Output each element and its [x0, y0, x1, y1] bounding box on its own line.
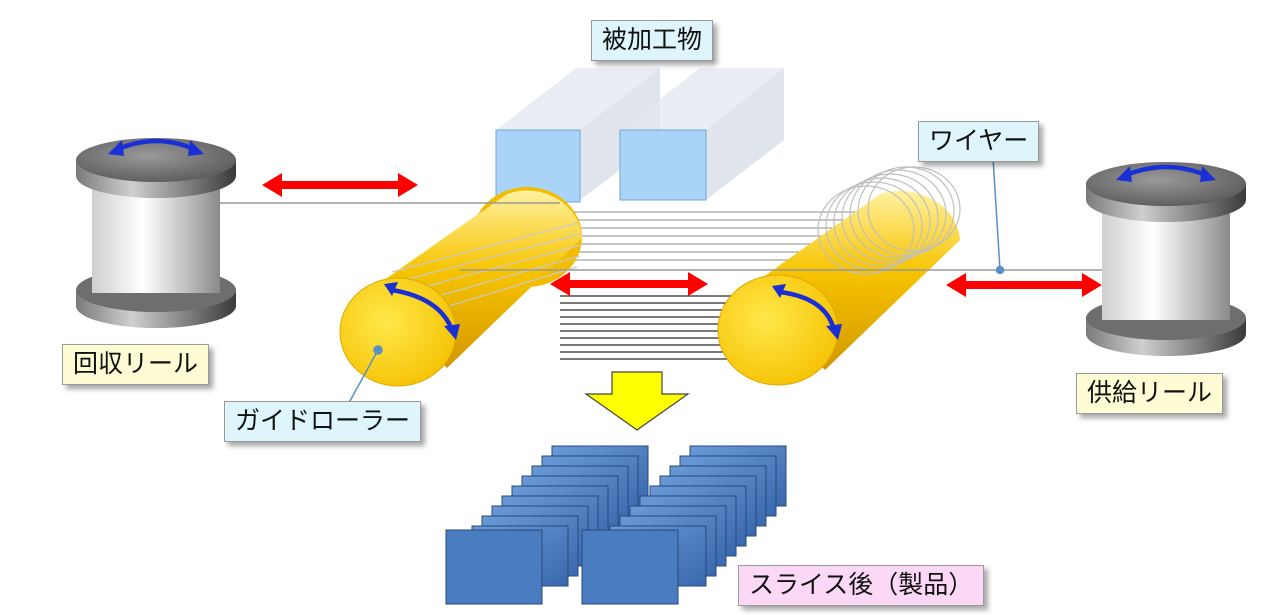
workpiece-blocks	[495, 68, 784, 203]
supply-reel	[1086, 162, 1246, 356]
guide-roller-right	[717, 166, 961, 386]
rotation-arrow-icon	[772, 284, 842, 340]
label-wire: ワイヤー	[918, 121, 1040, 162]
bidirectional-arrow-icon	[262, 173, 418, 197]
leader-lines	[344, 157, 1005, 411]
label-after-slicing: スライス後（製品）	[738, 565, 985, 606]
guide-roller-left	[339, 187, 582, 387]
rotation-arrow-icon	[384, 282, 460, 340]
label-workpiece: 被加工物	[591, 20, 714, 61]
sliced-products-left	[445, 445, 649, 605]
label-guide-roller: ガイドローラー	[224, 401, 422, 442]
down-arrow-icon	[584, 371, 690, 431]
rotation-arrow-icon	[108, 138, 204, 156]
workpiece-right	[619, 68, 784, 201]
bidirectional-arrow-icon	[946, 273, 1102, 297]
rotation-arrow-icon	[1116, 164, 1216, 182]
take-up-reel	[76, 138, 236, 328]
bidirectional-arrow-icon	[550, 272, 708, 296]
label-supply-reel: 供給リール	[1076, 373, 1224, 414]
sliced-products-right	[581, 445, 787, 605]
label-take-up-reel: 回収リール	[62, 344, 210, 385]
